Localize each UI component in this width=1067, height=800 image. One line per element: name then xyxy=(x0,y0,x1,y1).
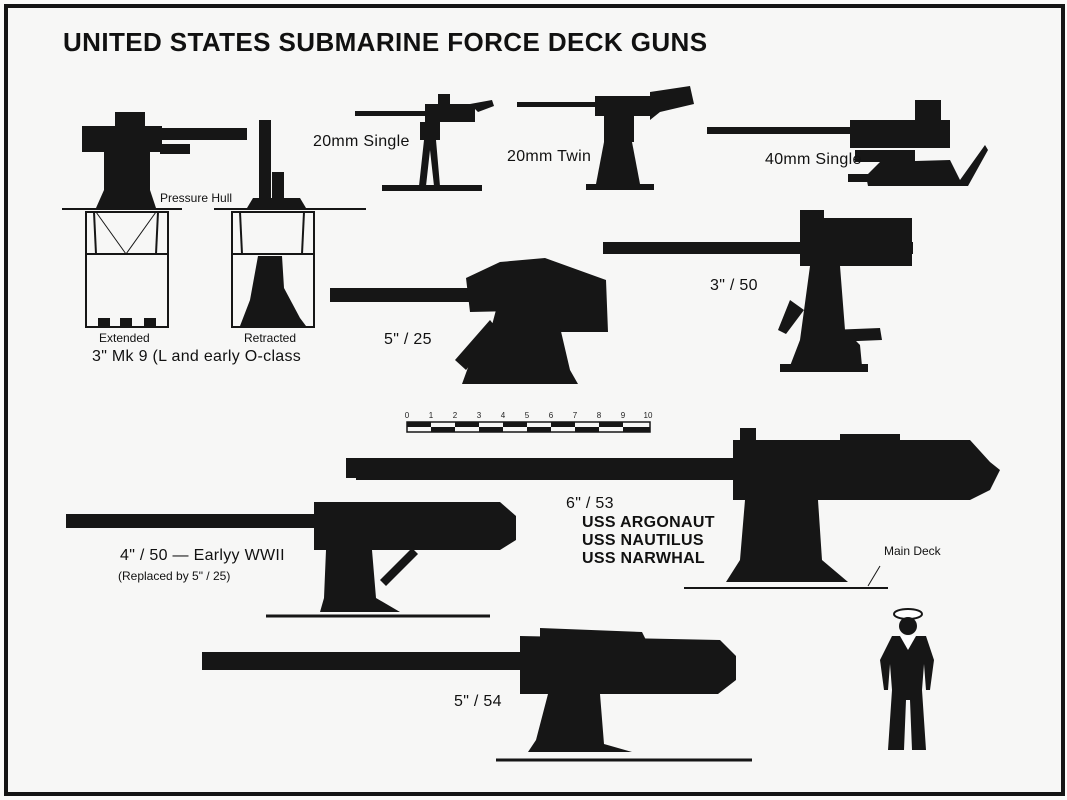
mk9-label: 3" Mk 9 (L and early O-class xyxy=(92,348,302,365)
gun-20mm-single-silhouette xyxy=(355,94,494,191)
gun-4in50-label: 4" / 50 — Earlyy WWII xyxy=(120,547,285,564)
gun-5in25-label: 5" / 25 xyxy=(384,331,432,348)
main-deck-label: Main Deck xyxy=(884,544,941,558)
scale-tick-label: 3 xyxy=(477,411,482,420)
scale-tick-label: 4 xyxy=(501,411,506,420)
extended-label: Extended xyxy=(99,331,150,345)
gun-3in50-label: 3" / 50 xyxy=(710,277,758,294)
boat-argonaut-label: USS ARGONAUT xyxy=(582,514,715,531)
gun-3in50-silhouette xyxy=(603,210,913,372)
retracted-label: Retracted xyxy=(244,331,297,345)
scale-tick-label: 5 xyxy=(525,411,530,420)
scale-tick-label: 8 xyxy=(597,411,602,420)
gun-40mm-single-label: 40mm Single xyxy=(765,151,862,168)
scale-tick-label: 0 xyxy=(405,411,410,420)
gun-20mm-twin-silhouette xyxy=(517,86,694,190)
gun-5in54-label: 5" / 54 xyxy=(454,693,502,710)
gun-20mm-twin-label: 20mm Twin xyxy=(507,148,592,165)
gun-5in54-silhouette xyxy=(202,628,752,762)
mk9-retracted-silhouette xyxy=(214,120,366,328)
scale-bar xyxy=(406,421,651,433)
gun-4in50-note: (Replaced by 5" / 25) xyxy=(118,569,231,583)
pressure-hull-label: Pressure Hull xyxy=(160,191,233,205)
sailor-figure-icon xyxy=(880,608,934,750)
page-title: UNITED STATES SUBMARINE FORCE DECK GUNS xyxy=(63,27,708,57)
gun-4in50-silhouette xyxy=(66,502,516,618)
scale-tick-label: 9 xyxy=(621,411,626,420)
mk9-extended-silhouette xyxy=(62,112,247,328)
scale-tick-label: 10 xyxy=(644,411,653,420)
gun-6in53-label: 6" / 53 xyxy=(566,495,614,512)
gun-40mm-single-silhouette xyxy=(707,100,988,186)
boat-nautilus-label: USS NAUTILUS xyxy=(582,532,704,549)
gun-6in53-silhouette xyxy=(346,428,1000,589)
boat-narwhal-label: USS NARWHAL xyxy=(582,550,706,567)
scale-tick-label: 7 xyxy=(573,411,578,420)
scale-tick-label: 6 xyxy=(549,411,554,420)
gun-20mm-single-label: 20mm Single xyxy=(313,133,410,150)
scale-tick-label: 2 xyxy=(453,411,458,420)
scale-tick-label: 1 xyxy=(429,411,434,420)
gun-5in25-silhouette xyxy=(330,258,608,384)
